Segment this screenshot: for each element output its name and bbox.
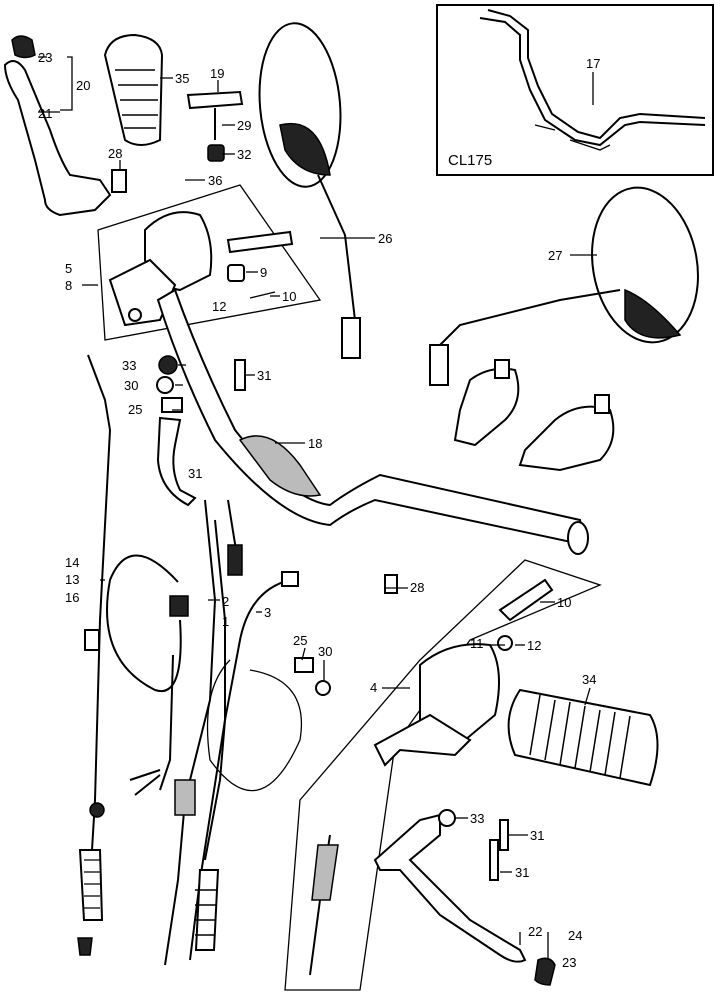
callout-4: 4 [370, 680, 377, 695]
left-switch-assembly [97, 184, 322, 341]
callout-30-top: 30 [124, 378, 138, 393]
callout-13: 13 [65, 572, 79, 587]
right-grip [507, 688, 659, 787]
right-lever [373, 813, 556, 986]
leader-lines [38, 56, 597, 960]
inset-cl175: 17 CL175 [436, 4, 714, 176]
callout-14: 14 [65, 555, 79, 570]
left-grip [103, 33, 164, 146]
callout-26: 26 [378, 231, 392, 246]
callout-labels: 23 20 21 35 19 29 32 28 36 26 5 8 9 12 1… [38, 50, 596, 970]
right-switch-assembly [284, 559, 602, 991]
callout-35: 35 [175, 71, 189, 86]
cables [77, 354, 339, 976]
callout-3: 3 [264, 605, 271, 620]
callout-2: 2 [222, 594, 229, 609]
callout-5: 5 [65, 261, 72, 276]
callout-28-top: 28 [108, 146, 122, 161]
inset-model-label: CL175 [448, 152, 492, 169]
left-lever [3, 35, 112, 217]
callout-32: 32 [237, 147, 251, 162]
callout-10-right: 10 [557, 595, 571, 610]
callout-31-top: 31 [257, 368, 271, 383]
callout-31-mid: 31 [188, 466, 202, 481]
mirror-clamps [453, 359, 615, 472]
left-mirror [258, 22, 361, 359]
callout-33-top: 33 [122, 358, 136, 373]
callout-18: 18 [308, 436, 322, 451]
callout-36: 36 [208, 173, 222, 188]
callout-1: 1 [222, 614, 229, 629]
callout-8: 8 [65, 278, 72, 293]
callout-22: 22 [528, 924, 542, 939]
callout-23-bottom: 23 [562, 955, 576, 970]
callout-21: 21 [38, 106, 52, 121]
callout-25-top: 25 [128, 402, 142, 417]
main-handlebar [156, 288, 589, 555]
callout-28-mid: 28 [410, 580, 424, 595]
callout-12-top: 12 [212, 299, 226, 314]
callout-31-right-bottom: 31 [515, 865, 529, 880]
inset-callout-17: 17 [586, 56, 600, 71]
callout-29: 29 [237, 118, 251, 133]
inset-handlebar [479, 17, 706, 147]
callout-20: 20 [76, 78, 90, 93]
callout-16: 16 [65, 590, 79, 605]
callout-25-bottom: 25 [293, 633, 307, 648]
callout-27: 27 [548, 248, 562, 263]
callout-9: 9 [260, 265, 267, 280]
callout-12-right: 12 [527, 638, 541, 653]
callout-33-bottom: 33 [470, 811, 484, 826]
callout-11: 11 [470, 636, 484, 651]
right-mirror [429, 186, 699, 386]
callout-10-top: 10 [282, 289, 296, 304]
callout-30-bottom: 30 [318, 644, 332, 659]
callout-24: 24 [568, 928, 582, 943]
callout-23-top: 23 [38, 50, 52, 65]
callout-19: 19 [210, 66, 224, 81]
callout-31-right-top: 31 [530, 828, 544, 843]
lever-tip-cap [11, 35, 36, 59]
inset-frame [436, 4, 714, 176]
hardware [111, 90, 509, 881]
callout-34: 34 [582, 672, 596, 687]
right-lever-tip-cap [534, 957, 556, 986]
